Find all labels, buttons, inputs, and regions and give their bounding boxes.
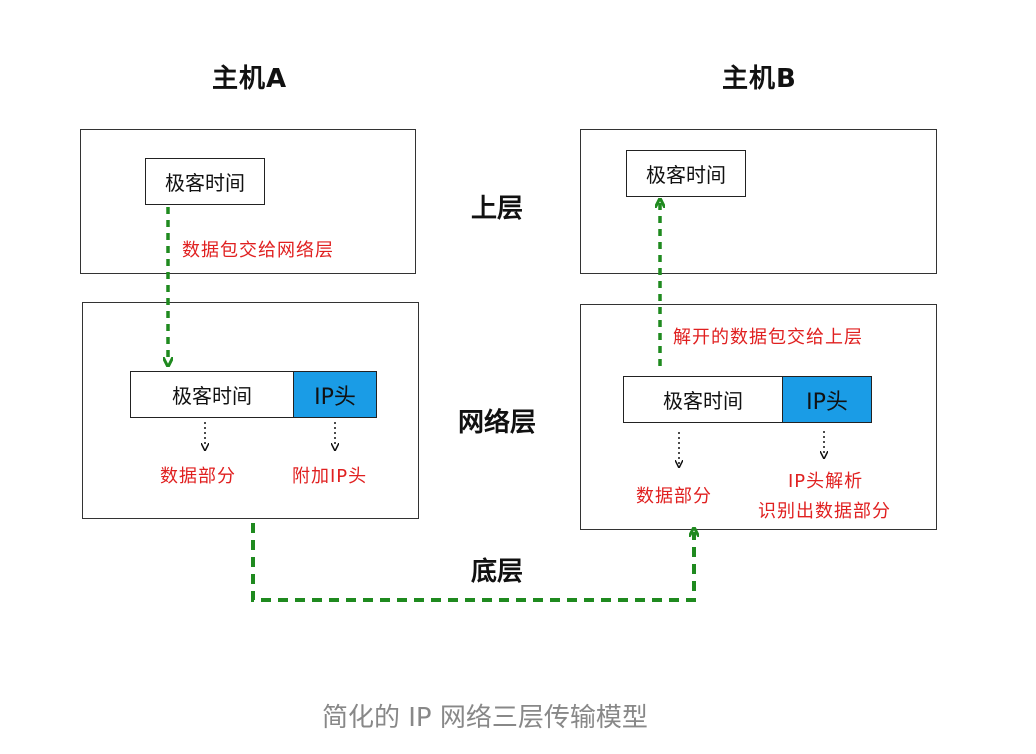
host-b-to-upper-note: 解开的数据包交给上层 bbox=[673, 327, 863, 348]
upper-layer-label: 上层 bbox=[471, 194, 524, 224]
host-b-data-part-note: 数据部分 bbox=[636, 486, 712, 507]
lower-layer-transfer-arrow bbox=[251, 523, 694, 602]
network-layer-label: 网络层 bbox=[458, 408, 537, 438]
host-a-ip-header: IP头 bbox=[293, 371, 377, 418]
host-a-packet-data: 极客时间 bbox=[130, 371, 294, 418]
host-b-ip-parse-note: IP头解析 bbox=[788, 471, 864, 492]
host-a-title: 主机A bbox=[212, 64, 288, 94]
host-a-add-ip-note: 附加IP头 bbox=[292, 466, 368, 487]
lower-layer-label: 底层 bbox=[471, 557, 524, 587]
host-b-title: 主机B bbox=[722, 64, 797, 94]
host-b-ip-header: IP头 bbox=[782, 376, 872, 423]
host-b-upper-data-box: 极客时间 bbox=[626, 150, 746, 197]
host-b-packet-data: 极客时间 bbox=[623, 376, 783, 423]
host-a-upper-data-box: 极客时间 bbox=[145, 158, 265, 205]
host-a-to-network-note: 数据包交给网络层 bbox=[182, 240, 334, 261]
host-b-identify-note: 识别出数据部分 bbox=[758, 501, 891, 522]
host-a-data-part-note: 数据部分 bbox=[160, 466, 236, 487]
figure-caption: 简化的 IP 网络三层传输模型 bbox=[322, 703, 648, 733]
